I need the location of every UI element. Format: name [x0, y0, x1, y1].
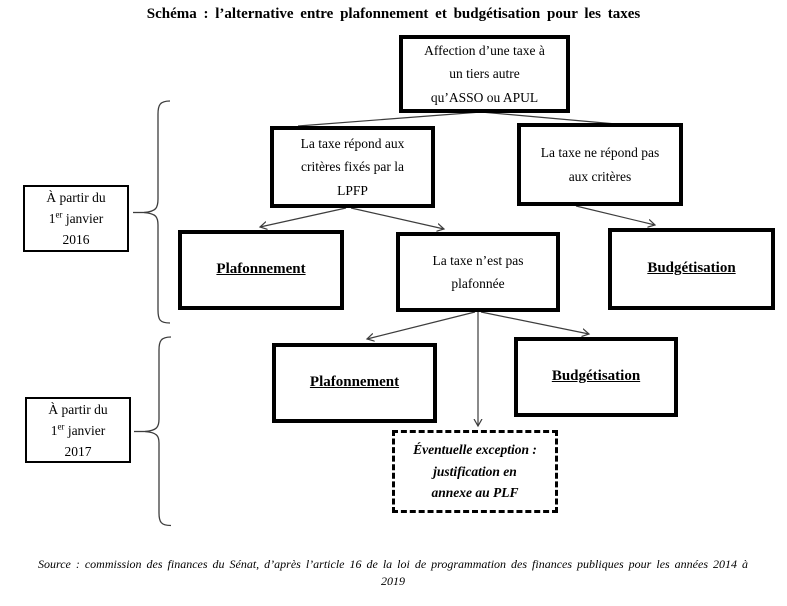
- node-budgetisation-2016: Budgétisation: [608, 228, 775, 310]
- period-label-2017-line1: À partir du: [48, 401, 108, 417]
- node-not-capped: La taxe n’est pas plafonnée: [396, 232, 560, 312]
- period-label-2016-line2: 1er janvier: [48, 209, 104, 226]
- node-plafonnement-2017: Plafonnement: [272, 343, 437, 423]
- node-budgetisation-2016-label: Budgétisation: [647, 260, 736, 277]
- node-not-capped-label: La taxe n’est pas plafonnée: [432, 252, 524, 291]
- node-meets-criteria: La taxe répond aux critères fixés par la…: [270, 126, 435, 208]
- node-plafonnement-2017-label: Plafonnement: [309, 374, 400, 391]
- connector-meets-to-notcapped: [350, 207, 444, 229]
- connector-root-to-meets: [297, 111, 482, 127]
- period-label-2017-line2: 1er janvier: [50, 421, 106, 438]
- node-exception-label: Éventuelle exception : justification en …: [413, 442, 537, 501]
- period-label-2016-year: 2016: [62, 232, 90, 247]
- connector-notcapped-to-budgetisation-2017: [480, 311, 589, 334]
- period-label-2016: À partir du 1er janvier 2016: [23, 185, 129, 252]
- source-note: Source : commission des finances du Séna…: [37, 557, 749, 589]
- connector-meets-to-plafonnement-2016: [260, 207, 347, 227]
- node-fails-criteria-label: La taxe ne répond pas aux critères: [540, 145, 660, 184]
- node-root-label: Affection d’une taxe à un tiers autre qu…: [424, 43, 545, 105]
- period-label-2016-line1: À partir du: [46, 190, 106, 205]
- node-budgetisation-2017-label: Budgétisation: [551, 368, 641, 385]
- node-plafonnement-2016: Plafonnement: [178, 230, 344, 310]
- node-fails-criteria: La taxe ne répond pas aux critères: [517, 123, 683, 206]
- node-exception: Éventuelle exception : justification en …: [392, 430, 558, 513]
- connector-fails-to-budgetisation-2016: [575, 205, 655, 225]
- connector-root-to-fails: [480, 111, 617, 125]
- node-budgetisation-2017: Budgétisation: [514, 337, 678, 417]
- connector-notcapped-to-plafonnement-2017: [367, 311, 476, 339]
- period-label-2017-year: 2017: [64, 443, 92, 459]
- node-meets-criteria-label: La taxe répond aux critères fixés par la…: [300, 136, 405, 198]
- node-plafonnement-2016-label: Plafonnement: [216, 261, 306, 278]
- period-label-2017: À partir du 1er janvier 2017: [25, 397, 131, 463]
- page-title: Schéma : l’alternative entre plafonnemen…: [146, 6, 641, 22]
- node-root: Affection d’une taxe à un tiers autre qu…: [399, 35, 570, 113]
